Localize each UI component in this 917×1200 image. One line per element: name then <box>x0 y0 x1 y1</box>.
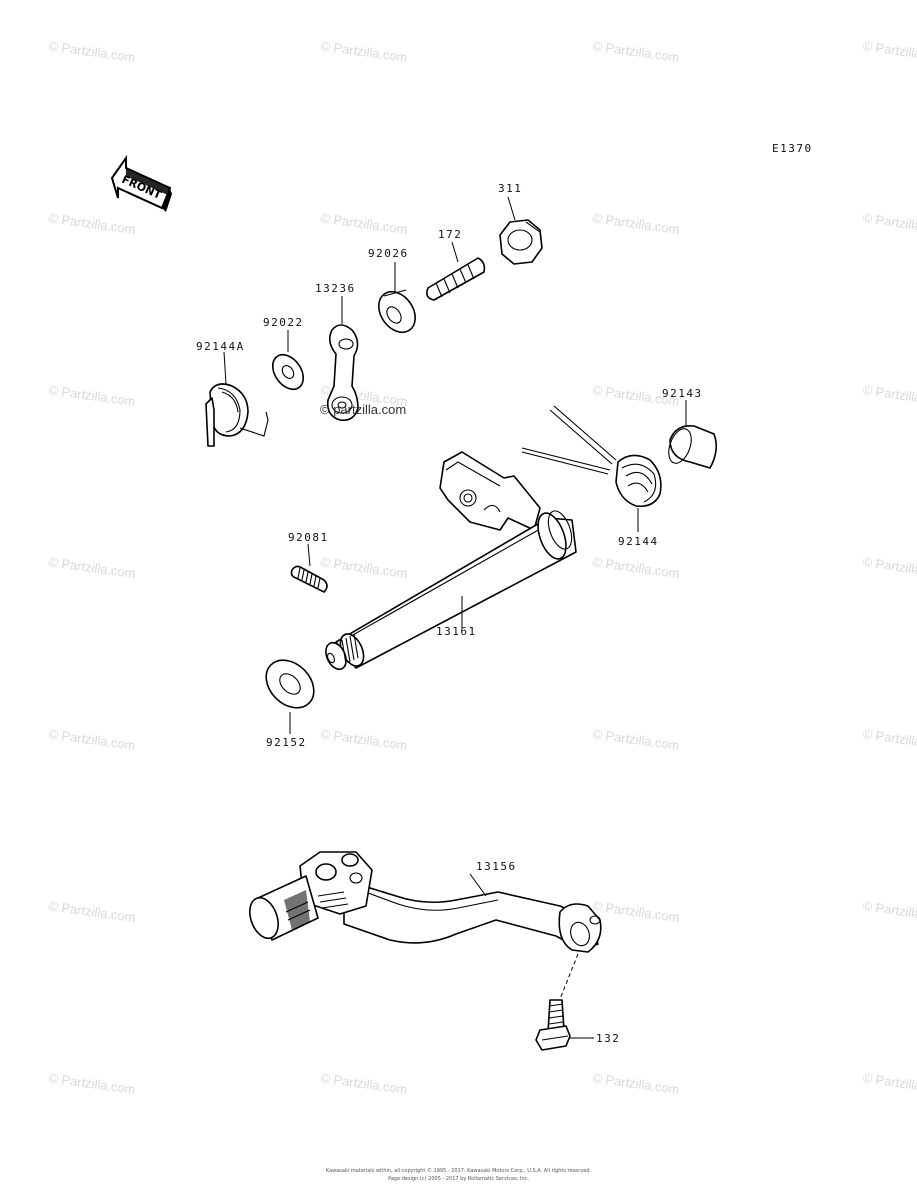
front-arrow-icon: FRONT <box>110 154 172 212</box>
watermark: © Partzilla.com <box>320 38 409 65</box>
watermark: © Partzilla.com <box>48 726 137 753</box>
footer-design: Page design (c) 2005 - 2017 by Rollamati… <box>388 1176 529 1182</box>
washer-92022[interactable] <box>266 330 309 395</box>
watermark: © Partzilla.com <box>320 554 409 581</box>
watermark: © Partzilla.com <box>592 38 681 65</box>
spring-92144[interactable] <box>521 405 662 532</box>
stud-172[interactable] <box>426 241 486 301</box>
watermark: © Partzilla.com <box>48 898 137 925</box>
watermark: © Partzilla.com <box>862 726 917 753</box>
watermark: © Partzilla.com <box>862 38 917 65</box>
collar-92143[interactable] <box>664 400 718 469</box>
watermark: © Partzilla.com <box>320 726 409 753</box>
watermark: © Partzilla.com <box>48 554 137 581</box>
label-92144: 92144 <box>618 535 659 548</box>
footer-copyright: Kawasaki materials within, all copyright… <box>325 1168 592 1174</box>
lever-13236[interactable] <box>326 296 359 422</box>
watermark: © Partzilla.com <box>48 210 137 237</box>
watermark: © Partzilla.com <box>592 898 681 925</box>
watermark: © Partzilla.com <box>862 210 917 237</box>
label-13236: 13236 <box>315 282 356 295</box>
watermark: © Partzilla.com <box>862 1070 917 1097</box>
nut-311[interactable] <box>499 196 543 265</box>
diagram-code: E1370 <box>772 142 813 155</box>
watermark: © Partzilla.com <box>48 1070 137 1097</box>
label-13156: 13156 <box>476 860 517 873</box>
collar-92026[interactable] <box>371 262 422 339</box>
watermark: © Partzilla.com <box>862 554 917 581</box>
center-watermark: © partzilla.com <box>320 402 406 417</box>
watermark: © Partzilla.com <box>862 382 917 409</box>
label-92022: 92022 <box>263 316 304 329</box>
watermark: © Partzilla.com <box>320 1070 409 1097</box>
label-311: 311 <box>498 182 522 195</box>
watermark: © Partzilla.com <box>592 554 681 581</box>
spring-92081[interactable] <box>290 543 328 593</box>
watermark: © Partzilla.com <box>48 382 137 409</box>
label-132: 132 <box>596 1032 620 1045</box>
label-92143: 92143 <box>662 387 703 400</box>
watermark: © Partzilla.com <box>592 726 681 753</box>
shift-pedal-13156[interactable] <box>245 851 602 953</box>
label-92081: 92081 <box>288 531 329 544</box>
watermark: © Partzilla.com <box>320 210 409 237</box>
label-92144A: 92144A <box>196 340 245 353</box>
spring-92144A[interactable] <box>205 351 269 447</box>
label-13161: 13161 <box>436 625 477 638</box>
watermark: © Partzilla.com <box>48 38 137 65</box>
label-92026: 92026 <box>368 247 409 260</box>
label-92152: 92152 <box>266 736 307 749</box>
shift-shaft-13161[interactable] <box>322 451 577 672</box>
washer-92152[interactable] <box>257 651 323 734</box>
bolt-132[interactable] <box>535 953 594 1051</box>
watermark: © Partzilla.com <box>862 898 917 925</box>
watermark: © Partzilla.com <box>592 1070 681 1097</box>
watermark: © Partzilla.com <box>592 210 681 237</box>
label-172: 172 <box>438 228 462 241</box>
